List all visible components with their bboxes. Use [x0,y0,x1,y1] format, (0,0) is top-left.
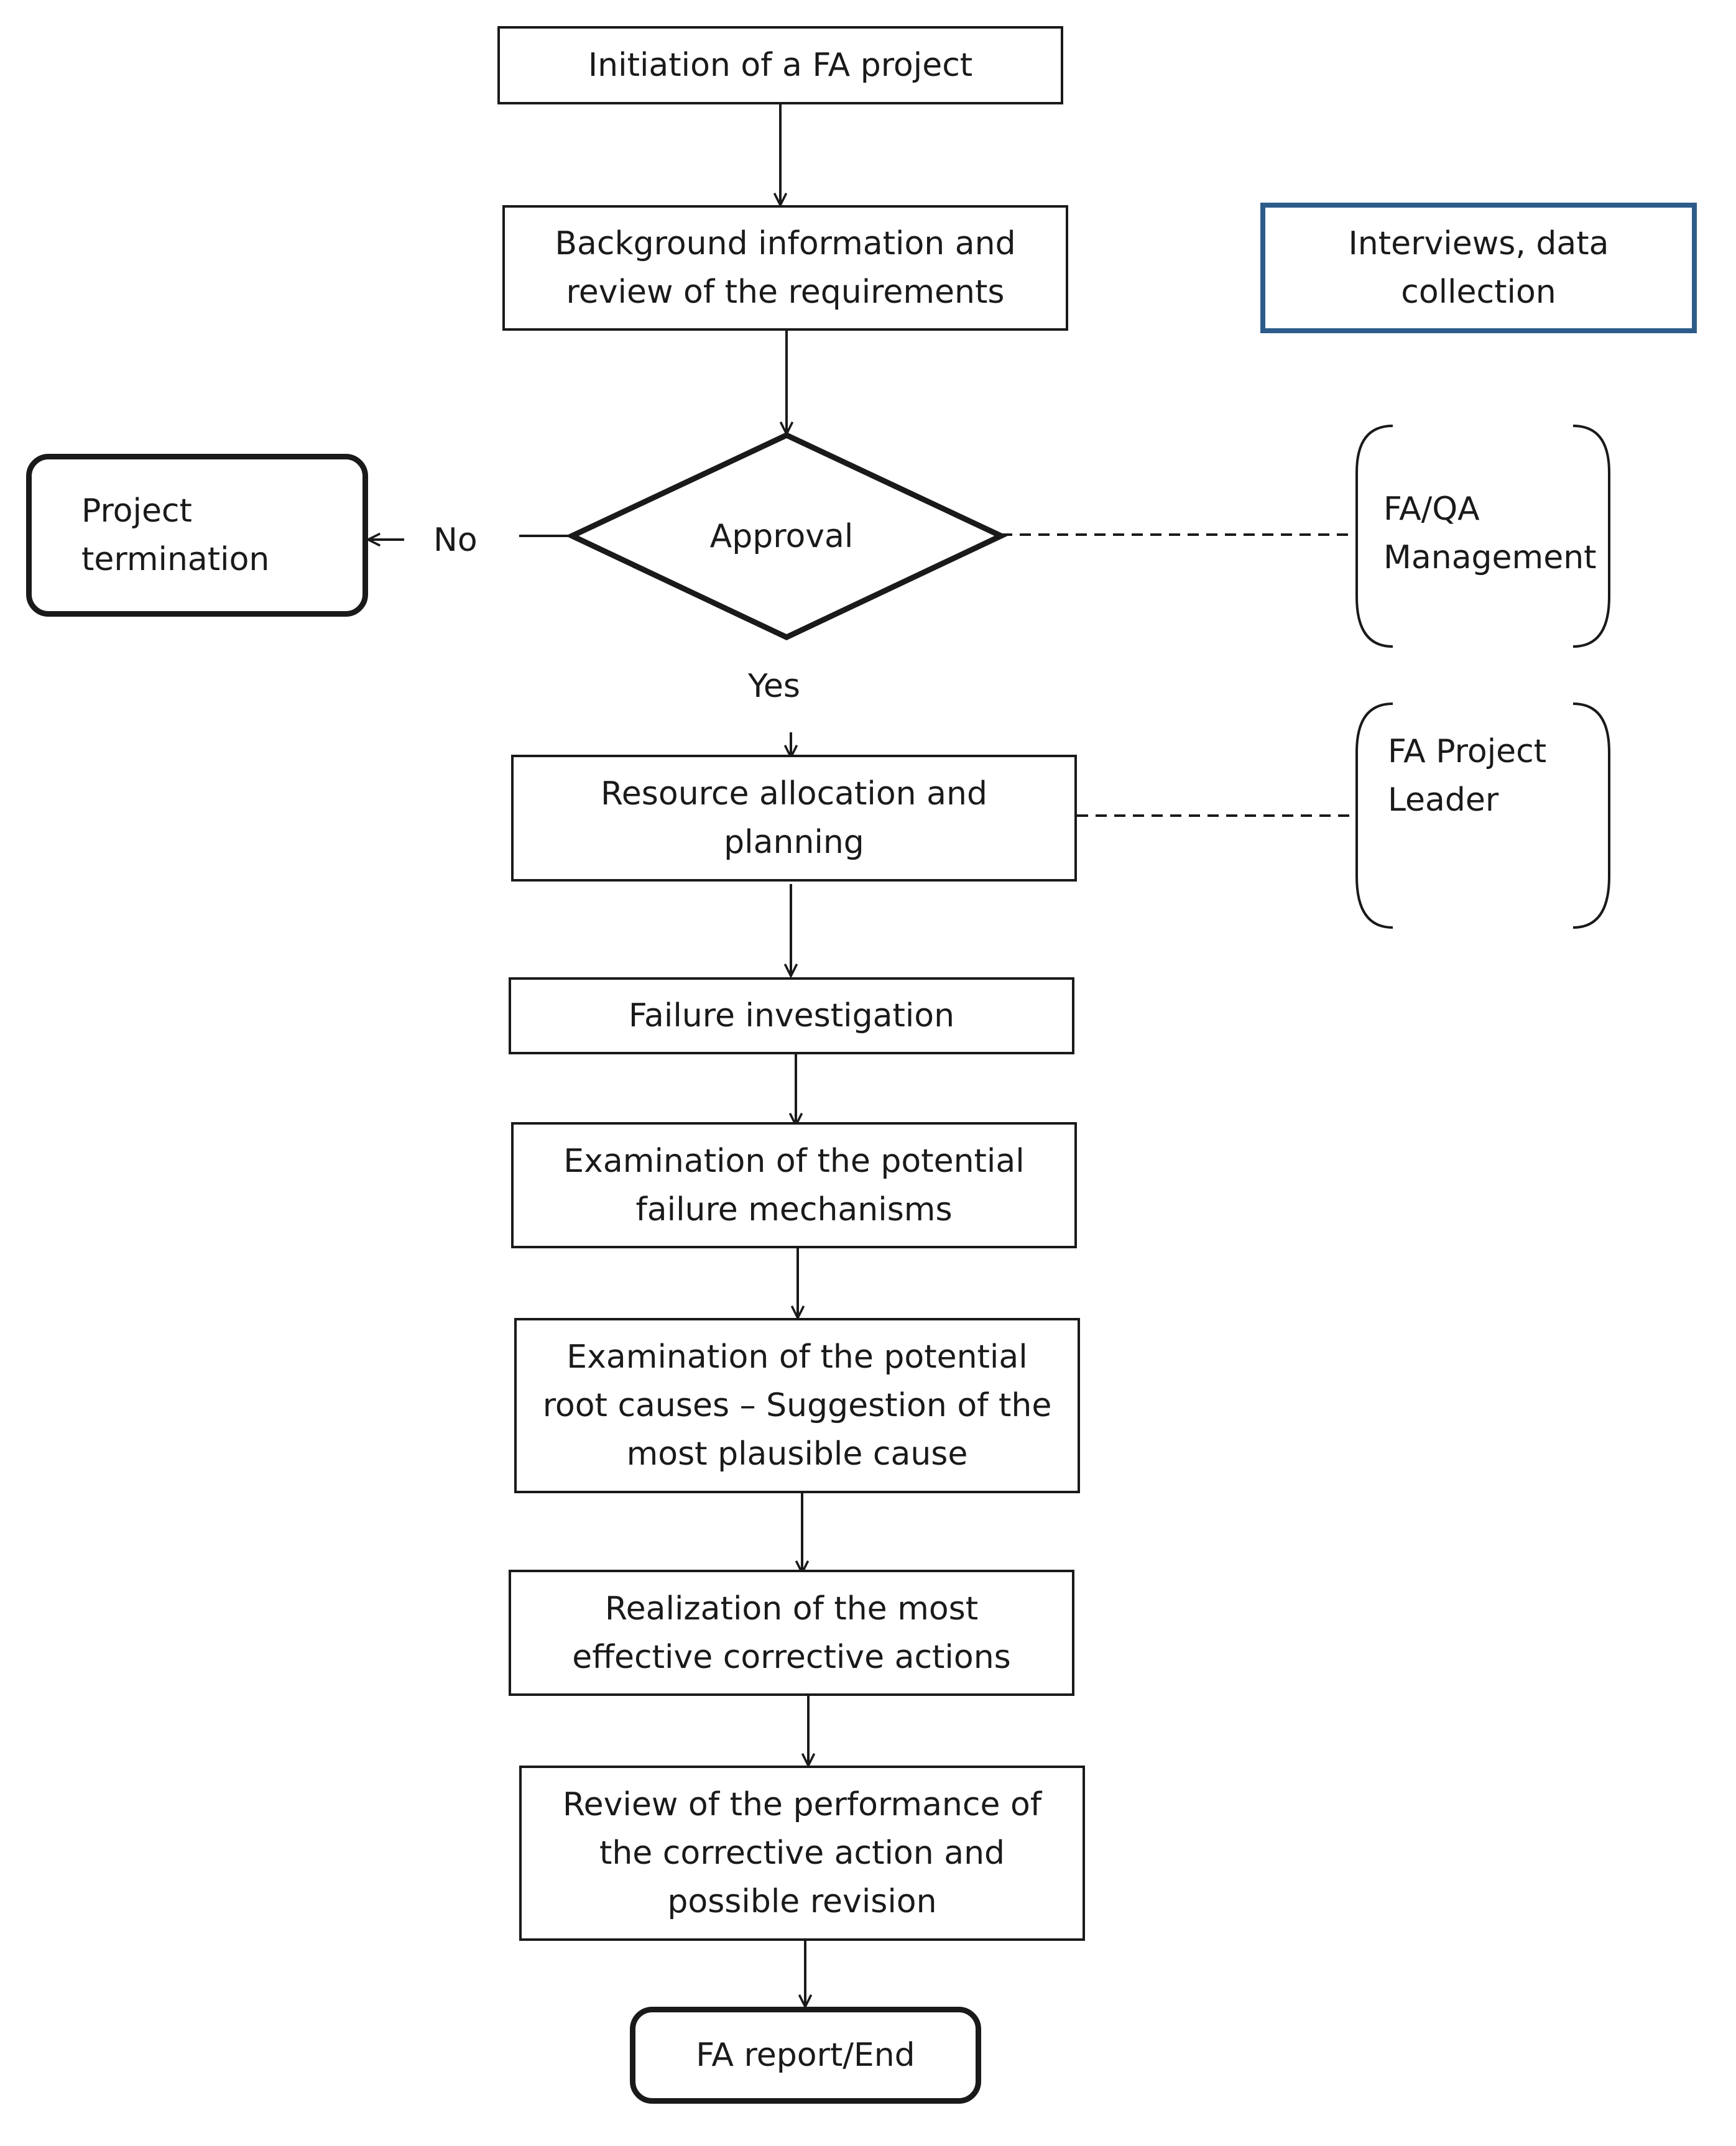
node-realization-label: Realization of the most effective correc… [572,1590,1011,1676]
node-initiation-label: Initiation of a FA project [588,47,973,84]
node-mechanisms: Examination of the potential failure mec… [511,1122,1077,1248]
node-failure-investigation: Failure investigation [509,977,1074,1054]
node-end: FA report/End [630,2007,981,2104]
node-mechanisms-label: Examination of the potential failure mec… [563,1142,1025,1228]
node-initiation: Initiation of a FA project [497,26,1063,104]
node-review: Review of the performance of the correct… [519,1766,1085,1941]
leader-left-bracket [1355,702,1393,929]
node-interviews: Interviews, data collection [1260,203,1697,333]
node-end-label: FA report/End [696,2037,915,2074]
node-interviews-label: Interviews, data collection [1348,225,1609,311]
actor-management: FA/QA Management [1383,490,1597,576]
node-root-causes-label: Examination of the potential root causes… [542,1338,1052,1473]
node-review-label: Review of the performance of the correct… [562,1786,1042,1920]
yes-label: Yes [748,668,800,705]
management-left-bracket [1355,425,1393,648]
leader-right-bracket [1572,702,1610,929]
node-root-causes: Examination of the potential root causes… [514,1318,1080,1493]
approval-decision-diamond [565,432,1008,640]
node-background-label: Background information and review of the… [555,225,1016,311]
node-termination: Project termination [26,454,368,617]
management-right-bracket [1572,425,1610,648]
node-termination-label: Project termination [81,492,270,578]
actor-leader: FA Project Leader [1388,733,1547,819]
node-resource: Resource allocation and planning [511,755,1077,882]
node-resource-label: Resource allocation and planning [601,775,987,861]
no-label: No [433,522,478,559]
node-background: Background information and review of the… [502,205,1068,331]
approval-label: Approval [709,518,854,555]
node-realization: Realization of the most effective correc… [509,1570,1074,1696]
node-failure-investigation-label: Failure investigation [628,997,955,1034]
